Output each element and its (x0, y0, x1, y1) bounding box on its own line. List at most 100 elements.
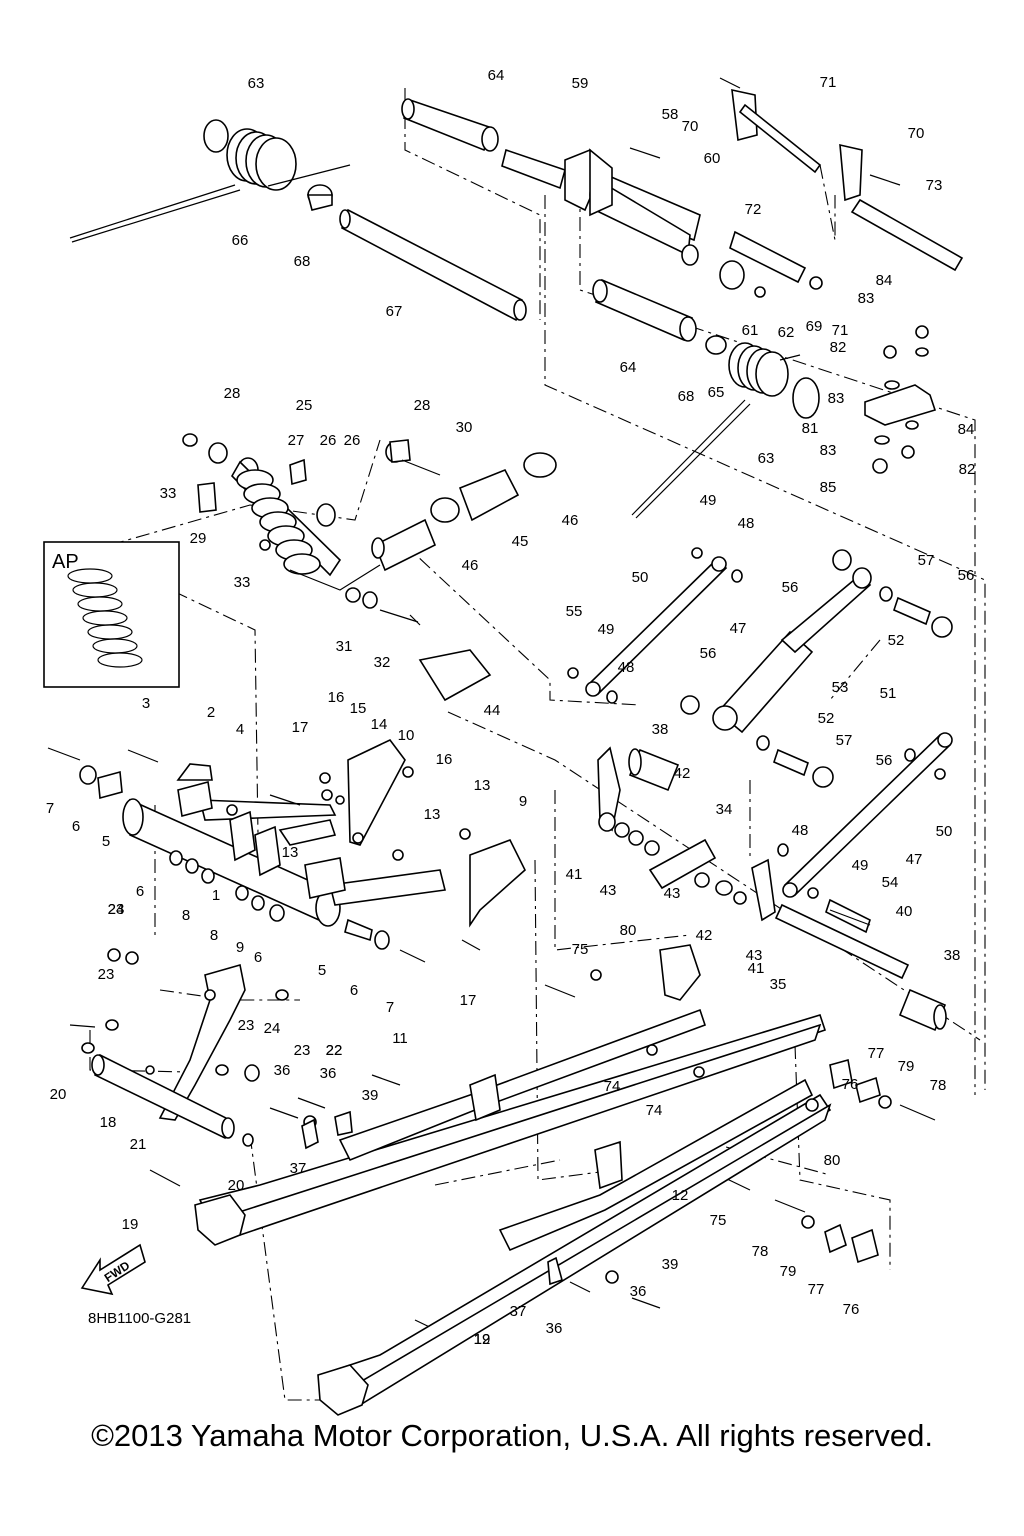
callout-13: 13 (474, 777, 491, 794)
callout-75: 75 (710, 1212, 727, 1229)
callout-71: 71 (820, 74, 837, 91)
callout-43: 43 (664, 885, 681, 902)
link-47-lower (782, 732, 953, 898)
callout-74: 74 (604, 1078, 621, 1095)
callout-52: 52 (888, 632, 905, 649)
callout-70: 70 (682, 118, 699, 135)
callout-46: 46 (562, 512, 579, 529)
callout-5: 5 (318, 962, 326, 979)
callout-22: 22 (326, 1042, 343, 1059)
callout-12: 12 (474, 1331, 491, 1348)
callout-61: 61 (742, 322, 759, 339)
callout-1: 1 (212, 887, 220, 904)
bushing-38-upper (628, 748, 680, 792)
callout-31: 31 (336, 638, 353, 655)
callout-48: 48 (618, 659, 635, 676)
callout-23: 23 (98, 966, 115, 983)
bracket-70-upper (731, 88, 964, 272)
callout-11: 11 (392, 1030, 408, 1047)
callout-30: 30 (456, 419, 473, 436)
callout-21: 21 (130, 1136, 147, 1153)
callout-6: 6 (254, 949, 262, 966)
callout-76: 76 (843, 1301, 860, 1318)
callout-24: 24 (264, 1020, 281, 1037)
callout-38: 38 (944, 947, 961, 964)
callout-77: 77 (868, 1045, 885, 1062)
rear-shock-51 (712, 567, 872, 734)
callout-16: 16 (328, 689, 345, 706)
callout-78: 78 (930, 1077, 947, 1094)
callout-41: 41 (748, 960, 765, 977)
callout-23: 23 (294, 1042, 311, 1059)
callout-14: 14 (371, 716, 388, 733)
callout-42: 42 (674, 765, 691, 782)
callout-39: 39 (362, 1087, 379, 1104)
callout-81: 81 (802, 420, 819, 437)
callout-68: 68 (294, 253, 311, 270)
callout-84: 84 (876, 272, 893, 289)
callout-10: 10 (398, 727, 415, 744)
callout-19: 19 (122, 1216, 139, 1233)
inset-ap: AP (43, 541, 180, 688)
link-47-upper (585, 556, 728, 697)
callout-25: 25 (296, 397, 313, 414)
callout-4: 4 (236, 721, 244, 738)
callout-7: 7 (46, 800, 54, 817)
callout-2: 2 (207, 704, 215, 721)
callout-32: 32 (374, 654, 391, 671)
callout-76: 76 (842, 1076, 859, 1093)
callout-40: 40 (896, 903, 913, 920)
callout-36: 36 (274, 1062, 291, 1079)
callout-5: 5 (102, 833, 110, 850)
callout-20: 20 (50, 1086, 67, 1103)
callout-27: 27 (288, 432, 305, 449)
callout-37: 37 (510, 1303, 527, 1320)
callout-63: 63 (758, 450, 775, 467)
callout-6: 6 (350, 982, 358, 999)
figure-code: 8HB1100-G281 (88, 1310, 191, 1327)
slide-rail-left (194, 944, 827, 1246)
callout-23: 23 (108, 901, 125, 918)
callout-64: 64 (488, 67, 505, 84)
callout-73: 73 (926, 177, 943, 194)
bushings-56-57 (567, 547, 953, 899)
pivot-61-62 (719, 260, 823, 298)
callout-47: 47 (906, 851, 923, 868)
callout-13: 13 (424, 806, 441, 823)
callout-78: 78 (752, 1243, 769, 1260)
callout-68: 68 (678, 388, 695, 405)
callout-82: 82 (959, 461, 976, 478)
callout-64: 64 (620, 359, 637, 376)
callout-56: 56 (876, 752, 893, 769)
callout-7: 7 (386, 999, 394, 1016)
callout-28: 28 (414, 397, 431, 414)
callout-75: 75 (572, 941, 589, 958)
callout-numbers: 1234556666778899101112121313131415161617… (46, 67, 976, 1348)
callout-77: 77 (808, 1281, 825, 1298)
callout-36: 36 (546, 1320, 563, 1337)
callout-49: 49 (598, 621, 615, 638)
callout-53: 53 (832, 679, 849, 696)
callout-83: 83 (858, 290, 875, 307)
callout-60: 60 (704, 150, 721, 167)
reservoir-44-45-46 (371, 452, 557, 702)
callout-59: 59 (572, 75, 589, 92)
shaft-67 (339, 208, 527, 322)
fwd-arrow-icon: FWD (80, 1243, 146, 1296)
callout-70: 70 (908, 125, 925, 142)
callout-54: 54 (882, 874, 899, 891)
callout-83: 83 (820, 442, 837, 459)
callout-83: 83 (828, 390, 845, 407)
callout-34: 34 (716, 801, 733, 818)
callout-57: 57 (836, 732, 853, 749)
callout-55: 55 (566, 603, 583, 620)
callout-48: 48 (738, 515, 755, 532)
callout-22: 22 (326, 1042, 343, 1059)
callout-52: 52 (818, 710, 835, 727)
callout-8: 8 (182, 907, 190, 924)
callout-62: 62 (778, 324, 795, 341)
callout-45: 45 (512, 533, 529, 550)
torsion-spring-right (631, 342, 820, 519)
washers-5-9 (79, 765, 471, 950)
